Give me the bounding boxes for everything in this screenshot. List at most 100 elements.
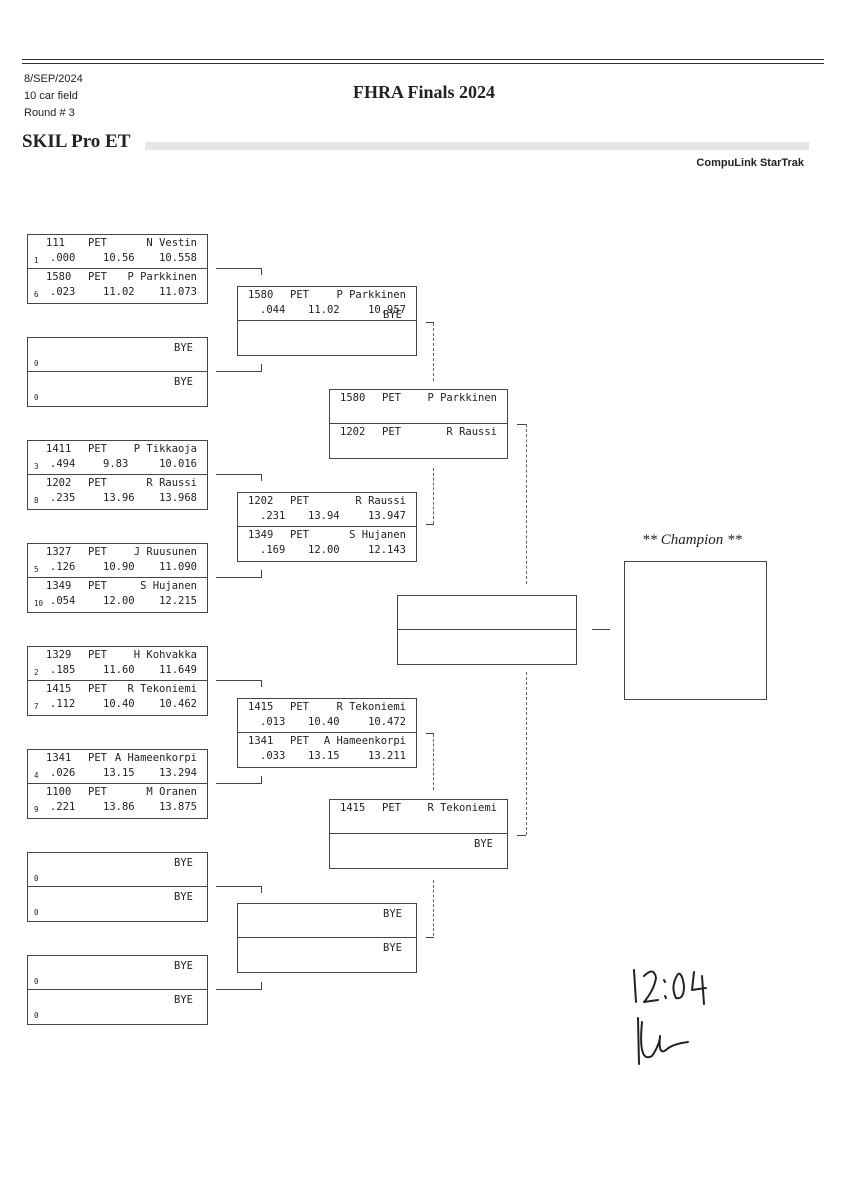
driver-name: P Parkkinen (427, 392, 497, 404)
bye-label: BYE (174, 891, 193, 903)
reaction-time: .231 (260, 510, 286, 522)
elapsed-time: 13.294 (159, 767, 197, 779)
car-number: 1202 (46, 477, 72, 489)
seed-number: 2 (34, 668, 39, 677)
dial-in: 12.00 (103, 595, 135, 607)
bye-label: BYE (383, 942, 402, 954)
car-number: 1341 (46, 752, 72, 764)
bye-label: BYE (474, 838, 493, 850)
racer-slot: BYE (238, 904, 416, 938)
seed-number: 0 (34, 359, 39, 368)
top-rule (22, 59, 824, 60)
car-number: 111 (46, 237, 65, 249)
driver-name: H Kohvakka (133, 649, 197, 661)
connector (426, 322, 434, 323)
driver-name: R Raussi (355, 495, 406, 507)
reaction-time: .054 (50, 595, 76, 607)
class-code: PET (88, 546, 107, 558)
driver-name: S Hujanen (140, 580, 197, 592)
reaction-time: .235 (50, 492, 76, 504)
dial-in: 11.02 (308, 304, 340, 316)
seed-number: 0 (34, 874, 39, 883)
connector (526, 672, 527, 835)
elapsed-time: 12.143 (368, 544, 406, 556)
driver-name: P Parkkinen (127, 271, 197, 283)
seed-number: 10 (34, 599, 44, 608)
elapsed-time: 13.947 (368, 510, 406, 522)
dial-in: 9.83 (103, 458, 129, 470)
racer-slot (398, 630, 576, 663)
round-number: Round # 3 (24, 107, 75, 119)
connector (261, 982, 262, 989)
connector (216, 886, 262, 887)
connector (216, 474, 262, 475)
car-number: 1349 (248, 529, 274, 541)
car-number: 1580 (340, 392, 366, 404)
driver-name: A Hameenkorpi (323, 735, 406, 747)
reaction-time: .221 (50, 801, 76, 813)
class-code: PET (88, 477, 107, 489)
dial-in: 11.02 (103, 286, 135, 298)
top-rule-inner (22, 63, 824, 64)
elapsed-time: 10.558 (159, 252, 197, 264)
elapsed-time: 13.968 (159, 492, 197, 504)
field-size: 10 car field (24, 90, 78, 102)
racer-slot: BYE (238, 309, 416, 354)
dial-in: 10.56 (103, 252, 135, 264)
dial-in: 13.86 (103, 801, 135, 813)
seed-number: 4 (34, 771, 39, 780)
reaction-time: .000 (50, 252, 76, 264)
racer-slot (398, 596, 576, 630)
class-code: PET (88, 580, 107, 592)
connector (526, 424, 527, 584)
reaction-time: .013 (260, 716, 286, 728)
reaction-time: .169 (260, 544, 286, 556)
signature-icon (637, 1017, 689, 1065)
reaction-time: .112 (50, 698, 76, 710)
reaction-time: .044 (260, 304, 286, 316)
driver-name: S Hujanen (349, 529, 406, 541)
bye-label: BYE (383, 908, 402, 920)
class-code: PET (88, 237, 107, 249)
connector (433, 323, 434, 381)
racer-slot: BYE (330, 834, 507, 867)
racer-slot: BYE (238, 938, 416, 971)
seed-number: 0 (34, 1011, 39, 1020)
seed-number: 7 (34, 702, 39, 711)
elapsed-time: 12.215 (159, 595, 197, 607)
car-number: 1329 (46, 649, 72, 661)
champion-box (624, 561, 767, 700)
reaction-time: .033 (260, 750, 286, 762)
connector (216, 268, 262, 269)
class-code: PET (88, 271, 107, 283)
connector (216, 577, 262, 578)
reaction-time: .185 (50, 664, 76, 676)
bye-label: BYE (174, 857, 193, 869)
driver-name: J Ruusunen (133, 546, 197, 558)
reaction-time: .026 (50, 767, 76, 779)
elapsed-time: 13.211 (368, 750, 406, 762)
dial-in: 12.00 (308, 544, 340, 556)
seed-number: 0 (34, 393, 39, 402)
car-number: 1327 (46, 546, 72, 558)
car-number: 1580 (248, 289, 274, 301)
handwritten-time-signature (633, 969, 707, 1065)
class-code: PET (290, 529, 309, 541)
driver-name: R Tekoniemi (427, 802, 497, 814)
connector (216, 989, 262, 990)
